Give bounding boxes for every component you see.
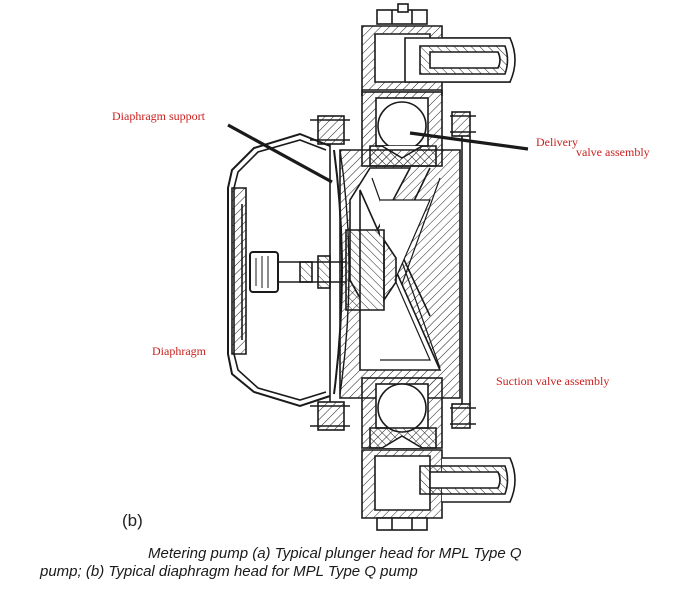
label-delivery-line2: valve assembly [576, 145, 650, 159]
caption-line-1: Metering pump (a) Typical plunger head f… [148, 545, 522, 562]
leader-diaphragm-support [227, 123, 333, 184]
suction-fitting [361, 449, 516, 531]
top-cap-nut [376, 3, 428, 25]
label-delivery-line1: Delivery [536, 135, 578, 149]
caption-line-2: pump; (b) Typical diaphragm head for MPL… [40, 563, 418, 580]
leader-delivery-valve [409, 131, 529, 151]
left-housing [227, 132, 331, 408]
label-suction-valve: Suction valve assembly [496, 374, 610, 388]
delivery-fitting [361, 25, 516, 96]
suction-valve [361, 377, 443, 449]
figure-part-label: (b) [122, 511, 143, 530]
plunger-rod [249, 251, 346, 293]
diaphragm-support-plate [345, 229, 397, 311]
label-diaphragm-support: Diaphragm support [112, 109, 205, 123]
label-diaphragm: Diaphragm [152, 344, 206, 358]
figure-caption: Metering pump (a) Typical plunger head f… [40, 545, 680, 581]
